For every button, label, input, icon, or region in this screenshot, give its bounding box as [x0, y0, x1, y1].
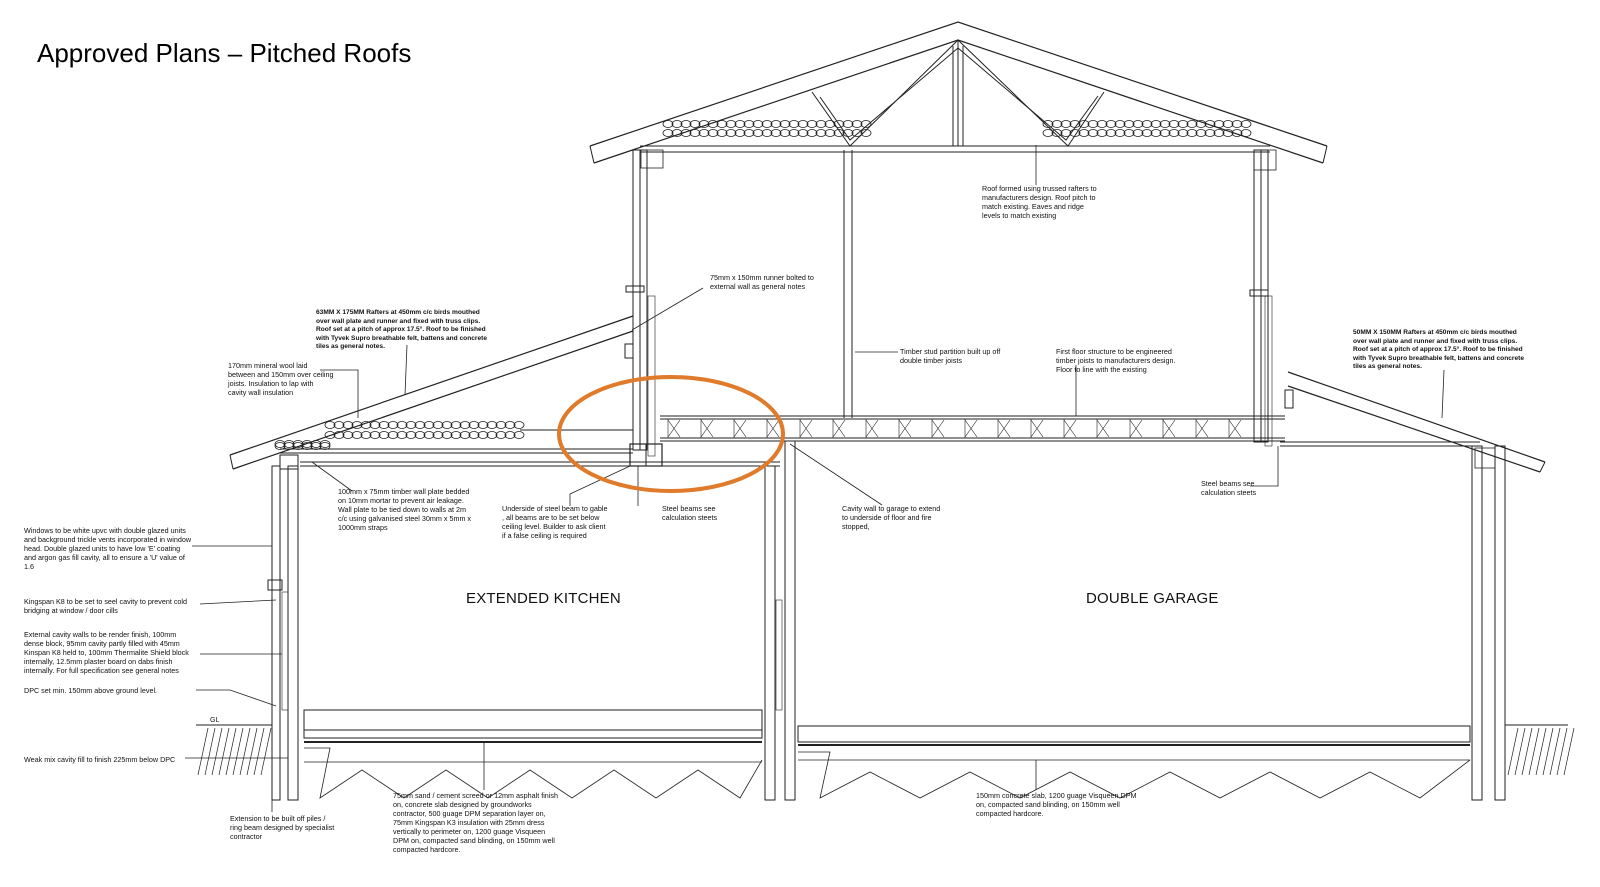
note-rafters-left: 63MM X 175MM Rafters at 450mm c/c birds … [316, 309, 487, 351]
note-windows: Windows to be white upvc with double gla… [24, 526, 192, 571]
note-weak-mix: Weak mix cavity fill to finish 225mm bel… [24, 755, 176, 764]
note-dpc: DPC set min. 150mm above ground level. [24, 686, 158, 695]
note-garage-floor: 150mm concrete slab, 1200 guage Visqueen… [976, 791, 1137, 818]
left-insulation [274, 421, 525, 450]
upper-walls [624, 149, 1277, 457]
note-kingspan-k8: Kingspan K8 to be set to seel cavity to … [24, 597, 188, 615]
note-cavity-garage: Cavity wall to garage to extend to under… [842, 504, 941, 531]
note-kitchen-floor: 75mm sand / cement screed or 12mm asphal… [393, 791, 558, 854]
note-external-cavity: External cavity walls to be render finis… [24, 630, 189, 675]
ground-level-label: GL [210, 717, 220, 724]
left-roof [229, 315, 780, 470]
right-roof [1280, 371, 1546, 473]
floor-slabs [196, 709, 1568, 746]
note-underside-steel: Underside of steel beam to gable , all b… [502, 504, 608, 540]
note-wall-plate: 100mm x 75mm timber wall plate bedded on… [338, 487, 472, 532]
leader-lines [185, 145, 1445, 812]
note-first-floor: First floor structure to be engineered t… [1056, 347, 1176, 374]
note-extension-piles: Extension to be built off piles / ring b… [230, 814, 335, 841]
note-steel-right: Steel beams see calculation steets [1201, 479, 1257, 497]
foundations [304, 747, 1471, 799]
lower-walls [267, 440, 1506, 801]
note-steel-mid: Steel beams see calculation steets [662, 504, 718, 522]
highlight-ellipse [557, 375, 785, 493]
note-runner: 75mm x 150mm runner bolted to external w… [710, 273, 814, 291]
upper-insulation [662, 120, 1252, 137]
slide-title: Approved Plans – Pitched Roofs [37, 38, 412, 68]
upper-roof [589, 21, 1328, 164]
room-label-garage: DOUBLE GARAGE [1086, 590, 1219, 607]
note-rafters-right: 50MM X 150MM Rafters at 450mm c/c birds … [1353, 329, 1524, 371]
first-floor-joists [660, 415, 1285, 442]
ground-hatching [197, 727, 1575, 776]
note-mineral-wool: 170mm mineral wool laid between and 150m… [228, 361, 334, 397]
note-roof-trusses: Roof formed using trussed rafters to man… [982, 184, 1097, 220]
room-label-kitchen: EXTENDED KITCHEN [466, 590, 621, 607]
note-stud-partition: Timber stud partition built up off doubl… [900, 347, 1001, 365]
